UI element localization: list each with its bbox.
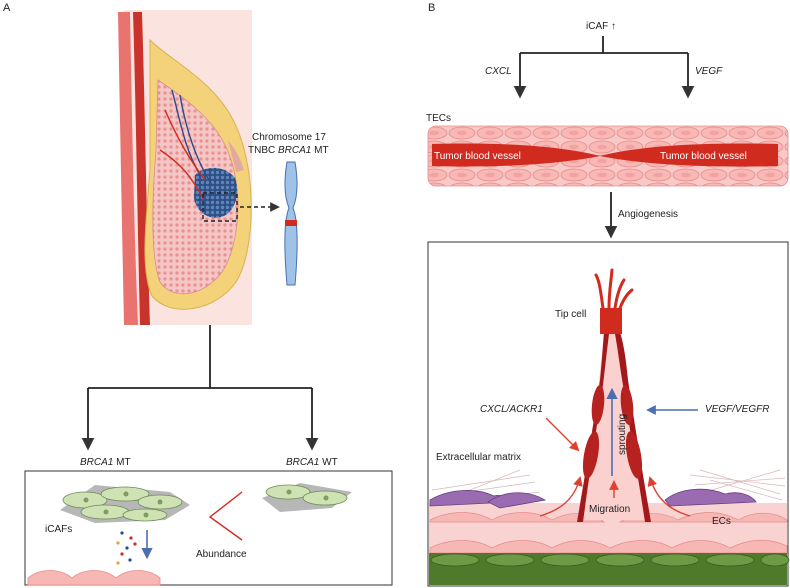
label-cxcl: CXCL [485, 66, 512, 77]
label-icafs: iCAFs [45, 524, 72, 535]
chromosome-label-line2: TNBC BRCA1 MT [248, 145, 329, 156]
panel-b-label: B [428, 2, 435, 14]
migration-arrow-right [647, 476, 691, 517]
sprouting-vessel [577, 268, 651, 522]
label-tecs: TECs [426, 113, 451, 124]
chromosome-17 [284, 161, 298, 286]
pectoral-muscle [118, 12, 138, 325]
endothelial-cells-row [429, 512, 788, 554]
label-sprouting: sprouting [617, 414, 628, 455]
icaf-cluster-wt [262, 483, 352, 512]
cxcl-ackr1-arrow [545, 417, 580, 452]
panel-a-label: A [3, 2, 11, 14]
migration-arrow-left [539, 476, 583, 517]
label-vegf-vegfr: VEGF/VEGFR [705, 404, 769, 415]
tumor-mass [194, 167, 238, 218]
label-vessel-left: Tumor blood vessel [434, 151, 521, 162]
icaf-comparison-box: iCAFs Abundance [24, 470, 393, 586]
label-abundance: Abundance [196, 549, 247, 560]
label-brca1-mt: BRCA1 MT [80, 457, 131, 468]
icaf-split-connector [513, 36, 695, 99]
chromosome-label-line1: Chromosome 17 [252, 132, 326, 143]
vein-line-2 [179, 94, 213, 186]
label-angiogenesis: Angiogenesis [618, 209, 678, 220]
label-tip-cell: Tip cell [555, 309, 586, 320]
label-brca1-wt: BRCA1 WT [286, 457, 338, 468]
nipple [228, 140, 244, 172]
stroma-cells [430, 553, 790, 567]
label-extracellular-matrix: Extracellular matrix [436, 452, 521, 463]
tumor-blood-vessel [427, 125, 789, 187]
split-connector [81, 325, 319, 451]
secreted-factors [116, 531, 137, 565]
greater-than-sign [208, 491, 243, 541]
angiogenesis-box: Tip cell sprouting CXCL/ACKR1 VEGF/VEGFR… [427, 241, 790, 587]
endothelial-layer-mini [27, 570, 161, 586]
tip-cell-body [600, 308, 622, 334]
label-vessel-right: Tumor blood vessel [660, 151, 747, 162]
label-migration: Migration [589, 504, 630, 515]
purple-cells-left [429, 490, 547, 509]
brca1-locus [285, 220, 297, 226]
label-vegf: VEGF [695, 66, 723, 77]
zoom-box [202, 192, 238, 222]
label-cxcl-ackr1: CXCL/ACKR1 [480, 404, 543, 415]
icaf-cluster-mt [60, 485, 190, 523]
label-ecs: ECs [712, 516, 731, 527]
purple-cells-right [664, 488, 757, 507]
breast-illustration [118, 10, 280, 325]
artery-line-1 [164, 109, 206, 181]
artery-line-2 [159, 149, 205, 201]
tip-cell-filopodia [594, 268, 634, 310]
label-icaf-up: iCAF ↑ [586, 21, 616, 32]
